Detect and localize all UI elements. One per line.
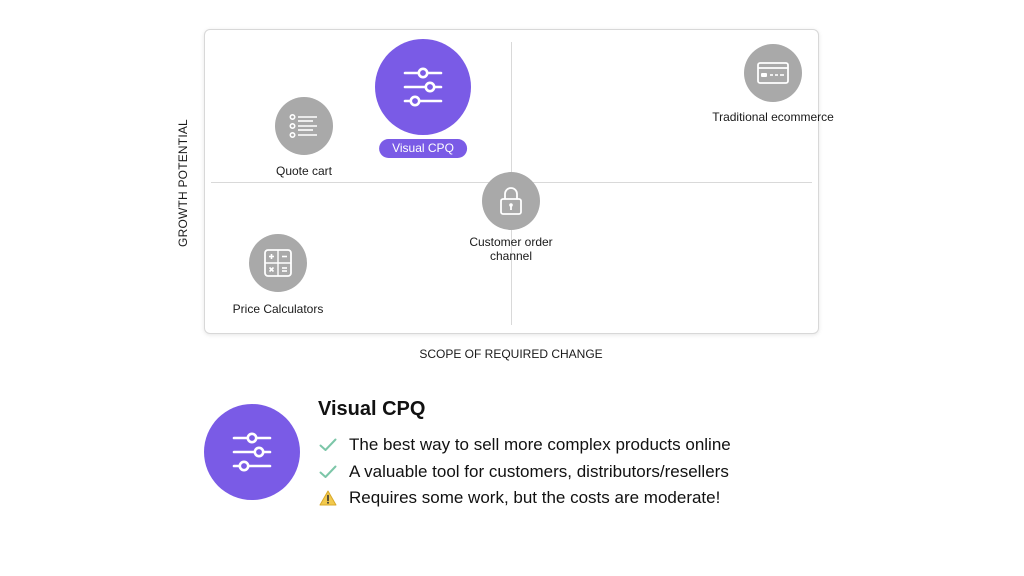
node-label-traditional-ecommerce: Traditional ecommerce	[712, 110, 834, 124]
node-label-quote-cart: Quote cart	[275, 164, 333, 178]
x-axis-label: SCOPE OF REQUIRED CHANGE	[419, 347, 603, 361]
detail-sliders-icon	[204, 404, 300, 500]
credit-card-icon	[744, 44, 802, 102]
detail-title: Visual CPQ	[318, 398, 426, 420]
calculator-icon	[249, 234, 307, 292]
list-icon	[275, 97, 333, 155]
y-axis-label: GROWTH POTENTIAL	[176, 119, 190, 247]
node-label-line-1: Customer order	[469, 235, 553, 249]
node-label-visual-cpq: Visual CPQ	[379, 139, 467, 158]
detail-point-text: The best way to sell more complex produc…	[349, 435, 731, 455]
lock-icon	[482, 172, 540, 230]
detail-point-text: A valuable tool for customers, distribut…	[349, 461, 729, 481]
detail-point-text: Requires some work, but the costs are mo…	[349, 488, 721, 508]
detail-points: The best way to sell more complex produc…	[318, 432, 731, 512]
warning-icon	[318, 488, 338, 508]
sliders-icon	[375, 39, 471, 135]
checkmark-icon	[318, 435, 338, 455]
node-label-line-2: channel	[489, 249, 533, 263]
node-label-customer-order-channel: Customer order channel	[469, 235, 552, 263]
detail-point: A valuable tool for customers, distribut…	[318, 459, 731, 486]
node-label-price-calculators: Price Calculators	[232, 302, 324, 316]
detail-point: The best way to sell more complex produc…	[318, 432, 731, 459]
checkmark-icon	[318, 462, 338, 482]
detail-point: Requires some work, but the costs are mo…	[318, 485, 731, 512]
